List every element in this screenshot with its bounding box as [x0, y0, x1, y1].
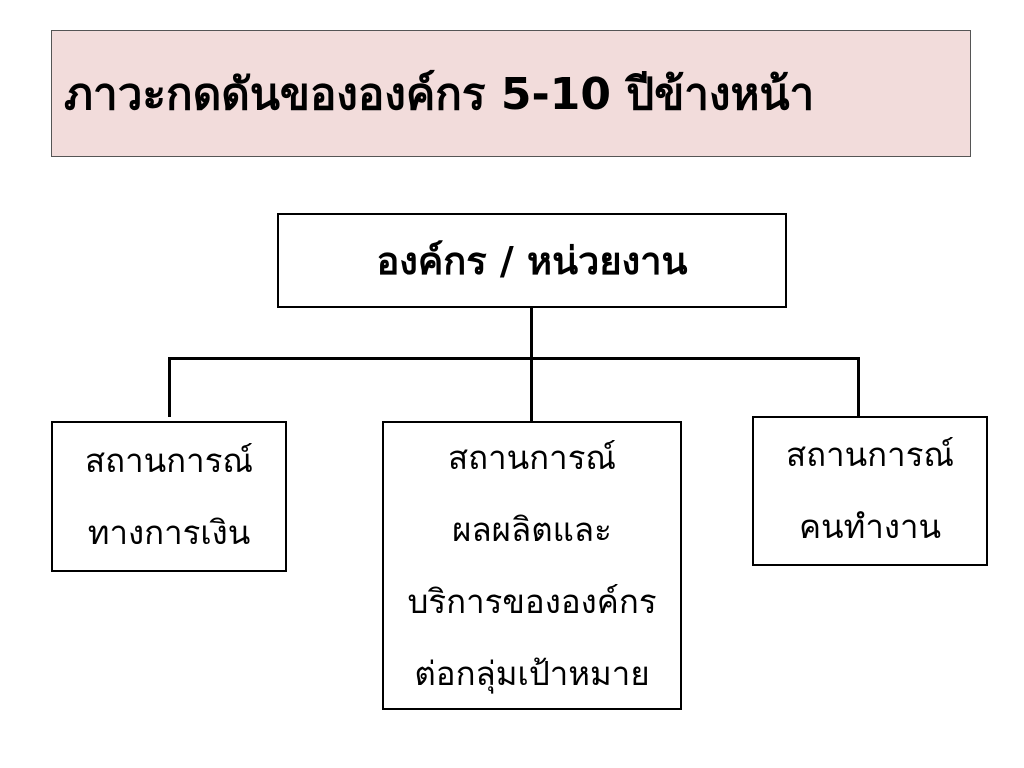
root-node-label: องค์กร / หน่วยงาน	[376, 239, 688, 283]
page-title: ภาวะกดดันขององค์กร 5-10 ปีข้างหน้า	[64, 68, 815, 120]
connector-right-down	[857, 357, 860, 417]
connector-root-down	[530, 307, 533, 423]
child-node-line: ผลผลิตและ	[452, 509, 612, 549]
root-node: องค์กร / หน่วยงาน	[277, 213, 787, 308]
child-node-line: สถานการณ์	[447, 437, 617, 477]
child-node-products-services: สถานการณ์ ผลผลิตและ บริการขององค์กร ต่อก…	[382, 421, 682, 710]
child-node-line: สถานการณ์	[84, 440, 254, 480]
title-banner: ภาวะกดดันขององค์กร 5-10 ปีข้างหน้า	[51, 30, 971, 157]
child-node-workforce: สถานการณ์ คนทำงาน	[752, 416, 988, 566]
connector-left-down	[168, 357, 171, 417]
child-node-line: ทางการเงิน	[87, 512, 251, 552]
child-node-line: สถานการณ์	[785, 435, 955, 474]
child-node-line: บริการขององค์กร	[407, 581, 657, 621]
child-node-line: ต่อกลุ่มเป้าหมาย	[414, 653, 650, 693]
child-node-line: คนทำงาน	[798, 507, 942, 546]
connector-horizontal-bar	[168, 357, 860, 360]
child-node-finance: สถานการณ์ ทางการเงิน	[51, 421, 287, 572]
